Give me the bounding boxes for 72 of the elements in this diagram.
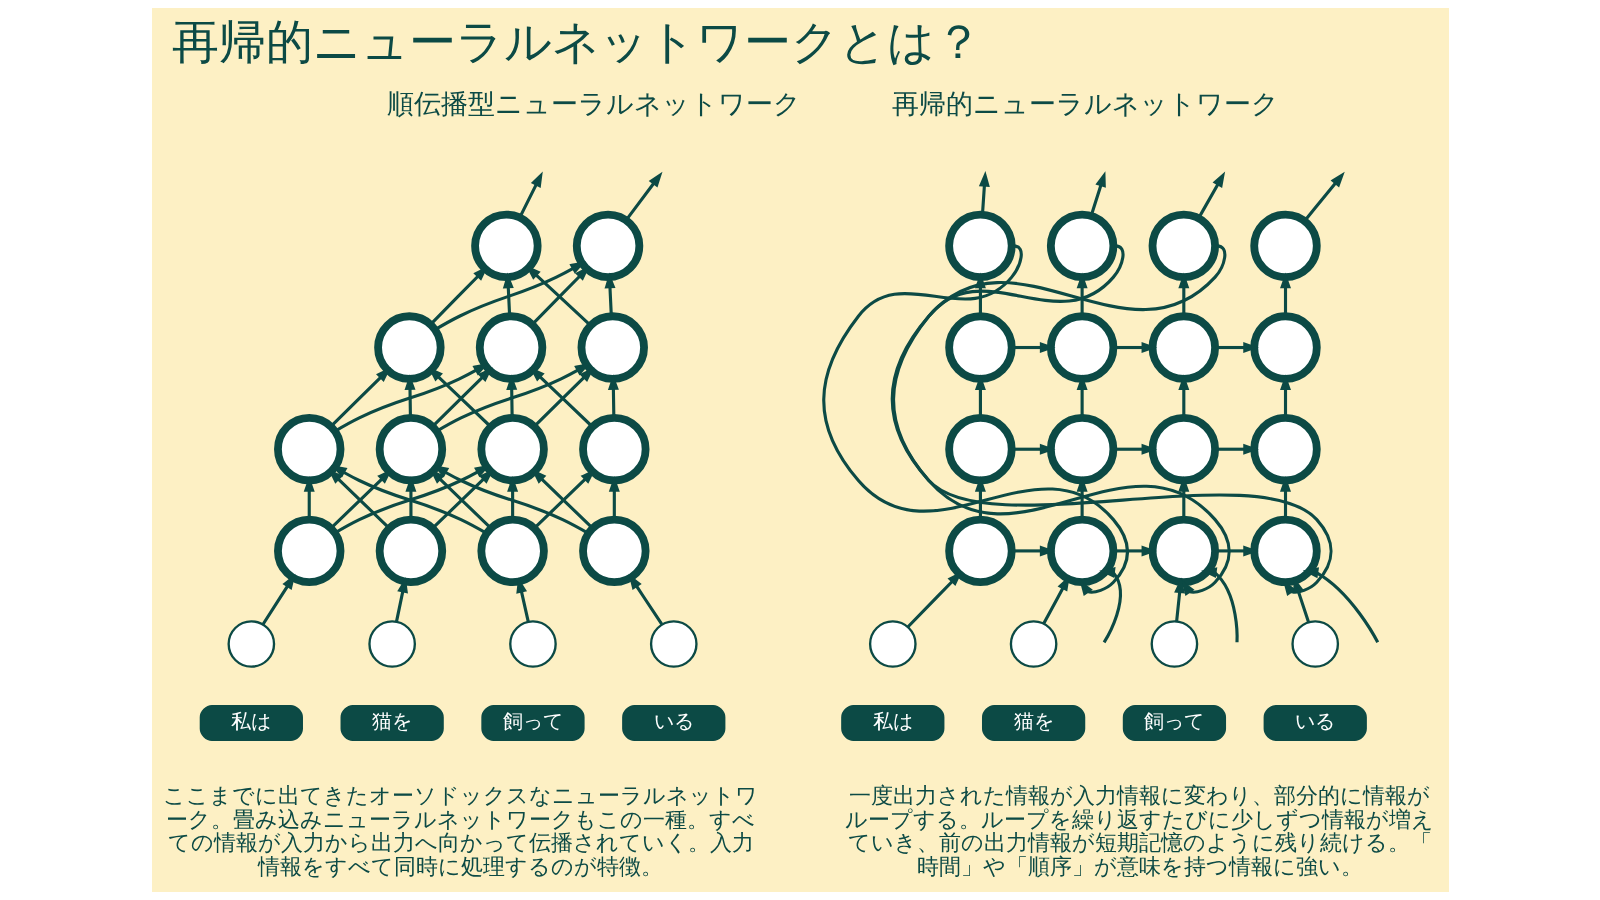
node-circle [1249,210,1321,282]
label: 一度出力された情報が入力情報に変わり、部分的に情報がループする。ループを繰り返すたびに少しずつ情報が増えていき、前の出力情報が短期記憶のように残り続ける。「時間」や「順序」が意味を持つ情報に強い。 [845,783,1434,879]
arrow [1200,567,1239,643]
arrow [1076,374,1088,418]
arrow [1302,567,1379,644]
node-circle [367,620,416,668]
node-circle [1148,210,1219,282]
arrow [404,374,415,418]
diagram-title: 再帰的ニューラルネットワークとは？ [171,14,982,70]
arrow [607,374,619,418]
arrow [890,244,1332,596]
node-circle [375,515,446,587]
arrow [432,465,589,535]
arrow [515,577,530,622]
arrow [1177,272,1189,316]
arrow [505,374,517,418]
node-box: 猫を [981,705,1085,741]
arrow [329,367,391,428]
node-circle [227,620,275,668]
arrow [1279,374,1291,418]
node-box: 猫を [340,705,444,741]
arrow [604,272,615,316]
label: ここまでに出てきたオーソドックスなニューラルネットワーク。畳み込みニューラルネットワークもこの一種。すべての情報が入力から出力へ向かって伝播されていく。入力情報をすべて同時に処理するのが特徴。 [163,783,758,879]
node-circle [868,620,917,668]
node-circle [1148,414,1219,485]
node-circle [944,312,1016,383]
node-box: 飼って [480,705,585,741]
node-box: 私は [199,705,303,741]
arrow [429,265,488,326]
node-circle [273,515,344,587]
node-circle [649,620,698,668]
node-box: いる [1263,705,1367,741]
node-circle [1249,414,1321,485]
arrow [821,244,1129,596]
node-circle [1046,414,1117,485]
node-circle [944,414,1016,485]
node-circle [1009,620,1057,668]
arrow [627,573,663,626]
arrow [394,577,408,622]
node-box: 私は [840,705,944,741]
arrow [1076,272,1088,316]
arrow [261,573,295,626]
arrow [1042,575,1070,625]
node-circle [1148,312,1219,383]
node-circle [476,515,548,587]
arrow [624,171,662,222]
arrow [435,362,590,433]
node-circle [944,210,1016,282]
arrow [974,272,986,316]
node-circle [1150,620,1198,668]
label: 順伝播型ニューラルネットワーク [386,88,801,119]
node-circle [578,515,649,587]
node-circle [1290,620,1339,668]
arrow [1279,272,1291,316]
arrow [1292,576,1310,623]
label: 再帰的ニューラルネットワーク [891,88,1279,119]
node-circle [1046,312,1117,383]
node-circle [508,620,557,668]
node-circle [1249,312,1321,383]
arrow [891,244,1231,596]
arrow [434,261,586,331]
arrow [334,362,489,433]
node-box: 飼って [1122,705,1226,741]
arrow [906,570,962,628]
arrow [1177,374,1189,418]
arrow [1173,577,1185,622]
arrow [974,374,986,418]
node-circle [1046,210,1117,282]
node-box: いる [621,705,725,741]
arrow [502,272,514,316]
arrow [978,170,990,215]
arrow [1098,567,1122,644]
